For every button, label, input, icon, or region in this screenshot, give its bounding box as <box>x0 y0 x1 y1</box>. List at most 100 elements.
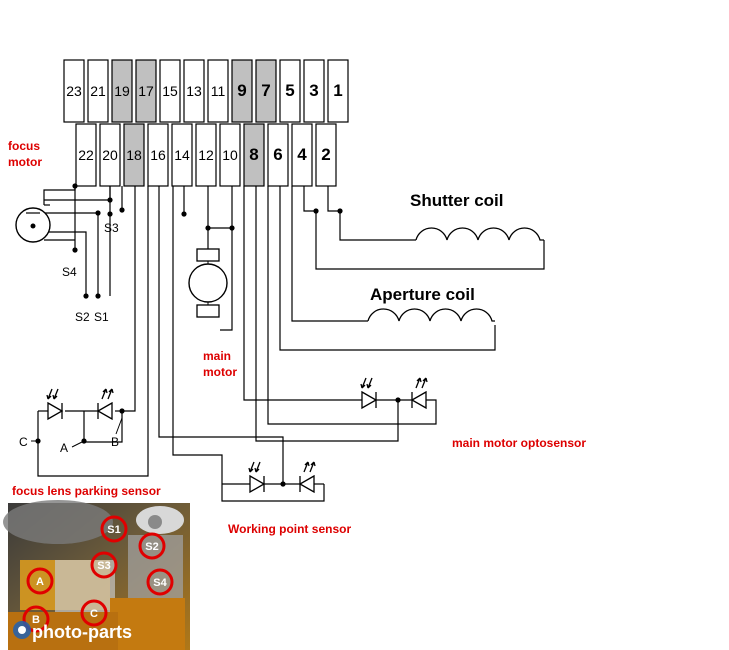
photo-marker-label: C <box>90 608 98 620</box>
bottom-pin-10: 10 <box>219 123 241 187</box>
focus-motor-label-1: focus <box>8 139 40 153</box>
top-pin-label: 21 <box>90 83 106 99</box>
top-pin-label: 17 <box>138 83 154 99</box>
bottom-pin-label: 10 <box>222 147 238 163</box>
wire-pin8 <box>255 186 399 442</box>
a-label: A <box>60 441 68 455</box>
wire-pin6 <box>279 186 496 351</box>
wire-pin20 <box>44 186 111 201</box>
top-pin-21: 21 <box>87 59 109 123</box>
top-pin-label: 23 <box>66 83 82 99</box>
wire-pin14-b <box>172 186 325 502</box>
bottom-pin-label: 22 <box>78 147 94 163</box>
s4-label: S4 <box>62 265 77 279</box>
bottom-pin-12: 12 <box>195 123 217 187</box>
junction-dots <box>35 183 401 487</box>
bottom-pin-22: 22 <box>75 123 97 187</box>
focus-lens-parking-sensor-label: focus lens parking sensor <box>12 484 161 498</box>
photo-watermark: photo-parts <box>32 622 132 642</box>
focus-motor-symbol <box>15 207 51 243</box>
aperture-coil-symbol <box>367 308 495 322</box>
bottom-pin-2: 2 <box>315 123 337 187</box>
bottom-pin-14: 14 <box>171 123 193 187</box>
top-pin-23: 23 <box>63 59 85 123</box>
top-pin-11: 11 <box>207 59 229 123</box>
wire-pin6-b <box>291 186 368 322</box>
b-label: B <box>111 435 119 449</box>
photo-marker-s2: S2 <box>138 532 166 560</box>
top-pin-label: 3 <box>309 81 318 100</box>
diode-5 <box>248 461 266 494</box>
shutter-coil-label: Shutter coil <box>410 191 504 210</box>
wire-pin16 <box>158 186 284 484</box>
bottom-pin-label: 12 <box>198 147 214 163</box>
photo-marker-s3: S3 <box>90 551 118 579</box>
top-pin-label: 13 <box>186 83 202 99</box>
working-point-sensor-label: Working point sensor <box>228 522 351 536</box>
diode-4 <box>410 377 428 410</box>
top-pin-label: 7 <box>261 81 270 100</box>
main-motor-label-2: motor <box>203 365 237 379</box>
photo-marker-label: B <box>32 614 40 626</box>
bottom-pin-8: 8 <box>243 123 265 187</box>
wire-pin18 <box>122 186 136 412</box>
photo-marker-label: A <box>36 576 44 588</box>
wire-pin10 <box>220 186 233 331</box>
wire-parking-ab <box>83 411 123 443</box>
bottom-pin-4: 4 <box>291 123 313 187</box>
top-pin-1: 1 <box>327 59 349 123</box>
top-pin-19: 19 <box>111 59 133 123</box>
top-pin-7: 7 <box>255 59 277 123</box>
diode-6 <box>298 461 316 494</box>
top-pin-label: 5 <box>285 81 294 100</box>
top-pin-17: 17 <box>135 59 157 123</box>
photo-marker-label: S4 <box>153 577 167 589</box>
top-pin-13: 13 <box>183 59 205 123</box>
bottom-pin-label: 14 <box>174 147 190 163</box>
wire-pin22 <box>43 186 76 205</box>
wire-motor-4 <box>44 231 87 296</box>
photo-marker-label: S3 <box>97 560 110 572</box>
bottom-pin-label: 4 <box>297 145 307 164</box>
aperture-coil-label: Aperture coil <box>370 285 475 304</box>
top-pin-label: 9 <box>237 81 246 100</box>
wire-motor-2 <box>44 212 99 298</box>
bottom-pin-label: 16 <box>150 147 166 163</box>
s3-label: S3 <box>104 221 119 235</box>
top-pin-label: 11 <box>211 83 226 99</box>
top-pin-label: 15 <box>162 83 178 99</box>
diode-2 <box>96 388 114 421</box>
wire-opto-right <box>267 186 437 425</box>
bottom-pin-label: 2 <box>321 145 330 164</box>
photo-marker-s4: S4 <box>146 568 174 596</box>
top-pin-9: 9 <box>231 59 253 123</box>
c-label: C <box>19 435 28 449</box>
main-motor-label-1: main <box>203 349 231 363</box>
main-motor-symbol <box>188 248 228 318</box>
wire-pin4 <box>303 186 545 270</box>
s2-label: S2 <box>75 310 90 324</box>
shutter-coil-symbol <box>415 227 544 241</box>
top-pin-3: 3 <box>303 59 325 123</box>
photo-marker-label: S2 <box>145 541 158 553</box>
photo-marker-b: B <box>22 605 50 633</box>
diode-1 <box>46 388 64 421</box>
wire-parking-c <box>37 186 149 477</box>
bottom-pin-20: 20 <box>99 123 121 187</box>
top-pin-5: 5 <box>279 59 301 123</box>
diode-3 <box>360 377 378 410</box>
top-pin-15: 15 <box>159 59 181 123</box>
bottom-pin-6: 6 <box>267 123 289 187</box>
s1-label: S1 <box>94 310 109 324</box>
focus-motor-label-2: motor <box>8 155 42 169</box>
top-pin-label: 19 <box>114 83 130 99</box>
bottom-pin-16: 16 <box>147 123 169 187</box>
bottom-pin-label: 6 <box>273 145 282 164</box>
photo-marker-a: A <box>26 567 54 595</box>
main-motor-optosensor-label: main motor optosensor <box>452 436 586 450</box>
